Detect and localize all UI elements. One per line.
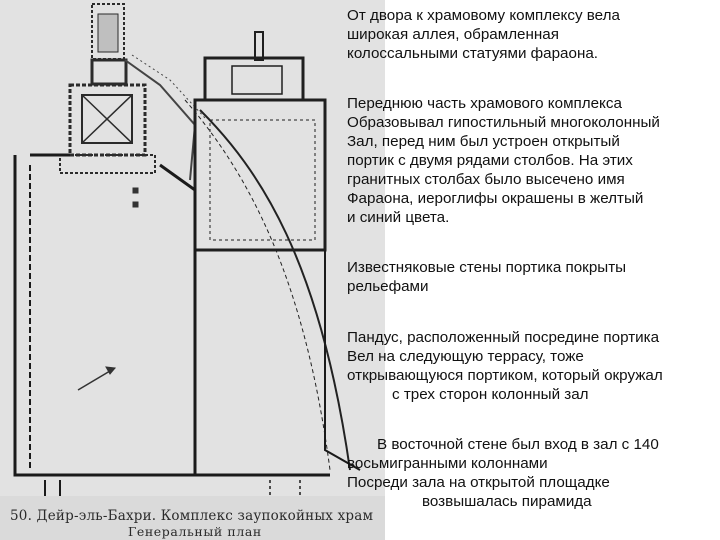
paragraph-2-line-6: Фараона, иероглифы окрашены в желтый: [347, 190, 644, 207]
paragraph-2-line-5: гранитных столбах было высечено имя: [347, 171, 625, 188]
paragraph-3-line-2: рельефами: [347, 278, 429, 295]
plan-caption-line-1: 50. Дейр-эль-Бахри. Комплекс заупокойных…: [10, 508, 374, 524]
paragraph-4-line-3: открывающуюся портиком, который окружал: [347, 367, 663, 384]
description-text: От двора к храмовому комплексу вела широ…: [347, 0, 720, 540]
plan-marks: [77, 187, 139, 391]
paragraph-5-line-2: восьмигранными колоннами: [347, 455, 548, 472]
paragraph-4-line-1: Пандус, расположенный посредине портика: [347, 329, 660, 346]
paragraph-2-line-7: и синий цвета.: [347, 209, 450, 226]
plan-caption-line-2: Генеральный план: [128, 524, 262, 539]
temple-plan-photo: 50. Дейр-эль-Бахри. Комплекс заупокойных…: [0, 0, 385, 540]
paragraph-4-line-2: Вел на следующую террасу, тоже: [347, 348, 584, 365]
paragraph-5-line-4: возвышалась пирамида: [422, 493, 592, 510]
plan-tower: [59, 3, 156, 174]
paragraph-3-line-1: Известняковые стены портика покрыты: [347, 259, 627, 276]
paragraph-2-line-1: Переднюю часть храмового комплекса: [347, 95, 622, 112]
plan-causeway: [124, 54, 206, 181]
paragraph-5-line-1: В восточной стене был вход в зал с 140: [377, 436, 659, 453]
temple-plan-drawing: [0, 3, 385, 540]
paragraph-1-line-2: широкая аллея, обрамленная: [347, 26, 559, 43]
paragraph-4-line-4: с трех сторон колонный зал: [392, 386, 589, 403]
paragraph-2-line-2: Образовывал гипостильный многоколонный: [347, 114, 660, 131]
paragraph-5-line-3: Посреди зала на открытой площадке: [347, 474, 610, 491]
plan-boundary-curve: [184, 99, 351, 471]
paragraph-2-line-4: портик с двумя рядами столбов. На этих: [347, 152, 633, 169]
paragraph-2-line-3: Зал, перед ним был устроен открытый: [347, 133, 620, 150]
paragraph-1-line-1: От двора к храмовому комплексу вела: [347, 7, 620, 24]
plan-temple-upper: [193, 31, 327, 252]
paragraph-1-line-3: колоссальными статуями фараона.: [347, 45, 599, 62]
